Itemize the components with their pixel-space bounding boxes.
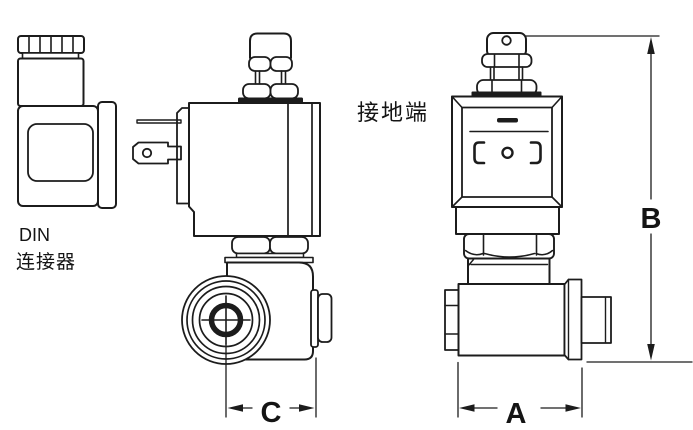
spade-terminal-blade: [132, 141, 182, 165]
din-connector: [17, 35, 117, 209]
dimension-a-label: A: [506, 398, 527, 430]
label-din-line1: DIN: [19, 225, 50, 245]
front-coupling-nut-curves: [464, 249, 554, 258]
din-cap-ribs: [28, 36, 74, 53]
coupling-nut-right: [269, 236, 309, 255]
stem-hex-upper-right: [269, 56, 293, 72]
side-port-flange: [310, 289, 319, 348]
body-cylinder: [457, 283, 566, 357]
label-din-line2: 连接器: [16, 251, 76, 273]
stem-hex-lower-left: [242, 83, 272, 100]
dimension-b: [525, 35, 693, 363]
front-coupling-nut-facets: [482, 233, 538, 256]
male-threaded-port: [580, 296, 612, 344]
dimension-a: [457, 361, 583, 418]
front-stem-shaft-lines: [489, 66, 524, 82]
outlet-flange: [563, 278, 583, 361]
stem-cap: [249, 32, 292, 59]
front-collar: [467, 257, 551, 286]
dim-b-arrow-up: [647, 37, 655, 54]
din-upper-body: [17, 57, 85, 107]
manual-stem-side-view: [238, 32, 303, 103]
dimension-c: [225, 343, 317, 418]
connector-socket-bracket-left: [473, 141, 486, 165]
coil-mounting-plate: [176, 107, 190, 205]
dimension-b-label: B: [641, 203, 662, 235]
front-hex-upper: [481, 53, 533, 68]
din-main-body: [17, 105, 99, 207]
side-port-cap: [317, 293, 333, 343]
connector-socket-bracket-right: [529, 141, 542, 165]
valve-side-view-coil: [176, 102, 321, 237]
coil-face-slot: [497, 118, 518, 123]
stem-hex-upper-left: [248, 56, 272, 72]
spade-terminals: [132, 119, 182, 165]
coil-inner-lines: [287, 102, 313, 237]
coil-base: [455, 206, 560, 235]
din-window: [27, 123, 94, 182]
coupling-nut-left: [231, 236, 271, 255]
port-face-crosshair: [201, 295, 251, 345]
din-flange-plate: [97, 101, 117, 209]
label-ground-terminal: 接地端: [357, 100, 429, 125]
dim-a-arrow-right: [565, 404, 581, 412]
front-stem-cap-hole: [501, 35, 512, 46]
coil-frame-outer: [451, 95, 563, 208]
front-hex-upper-facets: [493, 53, 520, 68]
dimension-c-label: C: [261, 397, 282, 429]
body-left-hex-flats: [444, 304, 460, 335]
coil-frame-bevels: [451, 95, 563, 208]
dim-c-arrow-right: [299, 404, 315, 412]
dim-a-arrow-left: [459, 404, 475, 412]
valve-side-view-body: [181, 236, 333, 365]
dim-c-arrow-left: [227, 404, 243, 412]
valve-front-view-body: [444, 233, 612, 361]
body-left-hex-cap: [444, 289, 460, 351]
stem-shaft-lines: [254, 70, 287, 85]
front-collar-lines: [467, 258, 549, 267]
coil-frame-inner: [461, 106, 553, 198]
coil-body-outline: [188, 102, 321, 237]
valve-front-view-coil: [451, 95, 563, 235]
terminal-pin-edge: [136, 119, 182, 124]
connector-socket-screw-hole: [501, 146, 514, 160]
manual-stem-front-view: [471, 32, 542, 97]
dim-b-arrow-down: [647, 344, 655, 361]
stem-base-plate: [238, 97, 303, 103]
terminal-hole: [141, 147, 153, 159]
stem-hex-lower-right: [269, 83, 299, 100]
